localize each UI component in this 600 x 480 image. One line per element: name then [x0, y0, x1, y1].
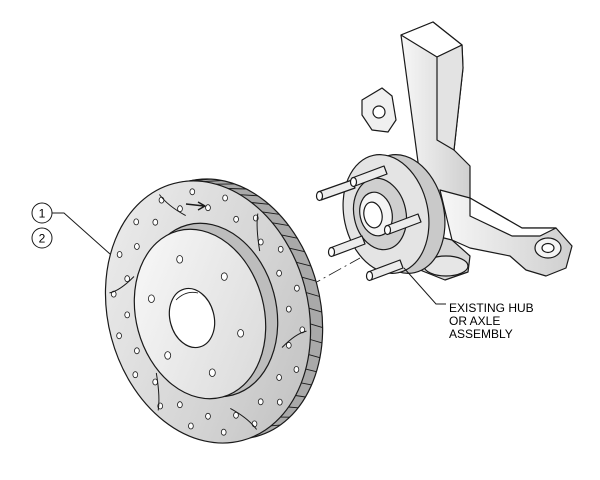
- drilled-hole: [177, 401, 183, 409]
- cooling-vane: [305, 368, 317, 373]
- wheel-stud: [365, 259, 404, 282]
- drilled-hole: [189, 188, 196, 196]
- hub-label-line-3: ASSEMBLY: [449, 327, 513, 341]
- rotor-slot: [155, 372, 160, 411]
- drilled-hole: [116, 332, 122, 340]
- drilled-hole: [233, 411, 239, 419]
- cooling-vane: [271, 424, 281, 427]
- lug-hole: [147, 294, 155, 303]
- drilled-hole: [188, 422, 194, 430]
- rotor-slot: [230, 407, 258, 430]
- drilled-hole: [116, 251, 123, 258]
- drilled-hole: [285, 305, 292, 313]
- hub-assembly: [315, 154, 446, 282]
- cooling-vane: [251, 202, 269, 205]
- cooling-vane: [306, 292, 320, 297]
- cooling-vane: [295, 395, 306, 398]
- cooling-vane: [301, 382, 312, 386]
- rotor-slot: [256, 213, 261, 252]
- rotor-slots: [109, 194, 307, 430]
- cooling-vane: [240, 194, 258, 197]
- drilled-hole: [124, 275, 130, 283]
- rotor-slot: [158, 194, 186, 217]
- callout-1-number: 1: [39, 207, 46, 221]
- rotor-center-bore: [168, 287, 216, 349]
- drilled-hole: [251, 420, 258, 428]
- lug-hole: [237, 329, 245, 338]
- cooling-vane: [272, 222, 289, 227]
- hub-label: EXISTING HUB OR AXLE ASSEMBLY: [449, 301, 534, 341]
- callout-leader: [52, 212, 111, 255]
- drilled-hole: [276, 269, 282, 277]
- cooling-vane: [228, 188, 247, 190]
- cooling-vane: [308, 354, 321, 359]
- drilled-hole: [276, 398, 283, 406]
- rotor-lug-holes: [147, 255, 245, 377]
- cooling-vane: [281, 234, 298, 239]
- lug-hole: [176, 255, 184, 264]
- cooling-vane: [310, 339, 323, 344]
- drilled-hole: [257, 398, 264, 406]
- callout-2: 2: [31, 227, 53, 249]
- cooling-vane: [308, 307, 322, 313]
- wheel-stud: [315, 179, 356, 202]
- wheel-studs: [315, 165, 422, 282]
- lug-hole: [208, 368, 216, 377]
- rotor-slot: [281, 330, 307, 348]
- drilled-hole: [158, 196, 165, 204]
- rotation-arrow-icon: [185, 201, 206, 211]
- cooling-vane: [262, 211, 280, 215]
- lug-hole: [164, 351, 172, 360]
- drilled-hole: [205, 412, 211, 420]
- rotor-slot: [109, 276, 135, 294]
- cooling-vane: [310, 323, 323, 329]
- drilled-hole: [152, 218, 159, 226]
- steering-knuckle: [361, 21, 573, 281]
- drilled-hole: [233, 215, 239, 223]
- hub-label-leader: [403, 267, 446, 305]
- drilled-hole: [222, 194, 228, 202]
- drilled-hole: [132, 371, 139, 379]
- wheel-stud: [383, 213, 422, 236]
- cooling-vane: [289, 247, 305, 253]
- drilled-hole: [134, 347, 140, 355]
- drilled-hole: [205, 204, 211, 212]
- callout-2-number: 2: [39, 232, 46, 246]
- drilled-hole: [133, 218, 140, 226]
- drilled-hole: [134, 243, 140, 250]
- drilled-hole: [285, 341, 292, 349]
- cooling-vane: [296, 261, 312, 267]
- wheel-stud: [327, 235, 366, 258]
- hub-label-line-1: EXISTING HUB: [449, 301, 534, 315]
- drilled-hole: [177, 205, 183, 213]
- callout-1: 1: [31, 202, 53, 224]
- brake-rotor: [104, 178, 324, 444]
- drilled-hole: [293, 366, 300, 373]
- cooling-vane: [288, 406, 299, 409]
- drilled-hole: [276, 374, 282, 381]
- wheel-stud: [349, 165, 388, 188]
- lug-hole: [220, 272, 228, 281]
- cooling-vane: [301, 276, 317, 282]
- knuckle-upper-hole: [372, 105, 386, 119]
- drilled-hole: [277, 245, 284, 253]
- drilled-hole: [124, 311, 130, 319]
- cooling-vane: [203, 180, 223, 183]
- drilled-hole: [220, 428, 227, 436]
- drilled-hole: [294, 284, 300, 292]
- hub-label-line-2: OR AXLE: [449, 314, 500, 328]
